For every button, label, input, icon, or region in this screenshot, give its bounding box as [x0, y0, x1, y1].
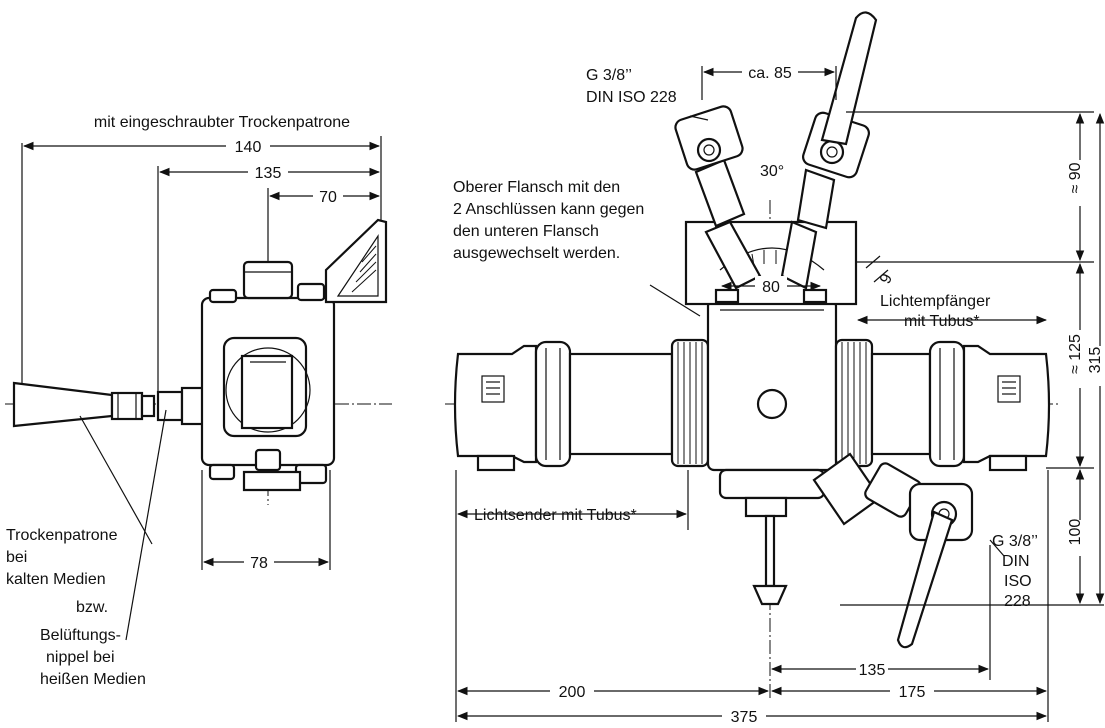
dim-80-label: 80 — [762, 279, 780, 296]
flange-note-line-1: Oberer Flansch mit den — [453, 179, 620, 196]
mounting-bracket — [324, 218, 388, 304]
left-window — [240, 354, 294, 430]
bottom-thread-line-2: DIN — [1002, 553, 1030, 570]
center-housing — [706, 298, 838, 472]
lower-lever-handle — [896, 510, 954, 649]
flange-note-line-3: den unteren Flansch — [453, 223, 599, 240]
left-view-header: mit eingeschraubter Trockenpatrone — [94, 114, 350, 131]
dim-70-label: 70 — [319, 189, 337, 206]
note-line-4: bzw. — [76, 599, 108, 616]
flange-note-line-2: 2 Anschlüssen kann gegen — [453, 201, 644, 218]
note-line-3: kalten Medien — [6, 571, 106, 588]
dim-ca85-label: ca. 85 — [748, 65, 792, 82]
note-line-1: Trockenpatrone — [6, 527, 118, 544]
upper-lever-handle — [820, 11, 878, 146]
receiver-tube — [962, 344, 1051, 464]
bottom-thread-line-1: G 3/8’’ — [992, 533, 1038, 550]
sender-label: Lichtsender mit Tubus* — [474, 507, 637, 524]
top-thread-line-2: DIN ISO 228 — [586, 89, 677, 106]
lower-valve — [812, 452, 974, 649]
dim-315-label: 315 — [1087, 347, 1104, 374]
flange-note-line-4: ausgewechselt werden. — [453, 245, 620, 262]
dim-125-label: ≈ 125 — [1067, 334, 1084, 374]
vent-nipple — [156, 390, 184, 422]
dim-375-label: 375 — [731, 709, 758, 726]
upper-right-valve — [780, 11, 878, 290]
upper-left-valve — [674, 105, 762, 290]
right-front-view — [445, 11, 1105, 726]
note-line-6: nippel bei — [46, 649, 115, 666]
receiver-line-1: Lichtempfänger — [880, 293, 991, 310]
note-line-2: bei — [6, 549, 27, 566]
dim-135-label: 135 — [255, 165, 282, 182]
note-line-7: heißen Medien — [40, 671, 146, 688]
dim-135b-label: 135 — [859, 662, 886, 679]
dry-cartridge — [12, 381, 114, 428]
dim-100-label: 100 — [1067, 519, 1084, 546]
drain-knob — [752, 584, 788, 606]
right-view-text: G 3/8’’ DIN ISO 228 ca. 85 30° Oberer Fl… — [453, 65, 1104, 726]
dim-78-label: 78 — [250, 555, 268, 572]
left-view-text: mit eingeschraubter Trockenpatrone 140 1… — [6, 114, 350, 688]
dim-90-label: ≈ 90 — [1067, 162, 1084, 193]
dim-175-label: 175 — [899, 684, 926, 701]
bottom-thread-line-3: ISO — [1004, 573, 1032, 590]
dim-140-label: 140 — [235, 139, 262, 156]
dim-200-label: 200 — [559, 684, 586, 701]
bottom-thread-line-4: 228 — [1004, 593, 1031, 610]
left-side-view — [5, 136, 392, 641]
sender-tube — [453, 344, 538, 464]
dim-9-label: 9 — [877, 271, 896, 286]
receiver-line-2: mit Tubus* — [904, 313, 980, 330]
top-thread-line-1: G 3/8’’ — [586, 67, 632, 84]
angle-30-label: 30° — [760, 163, 784, 180]
note-line-5: Belüftungs- — [40, 627, 121, 644]
